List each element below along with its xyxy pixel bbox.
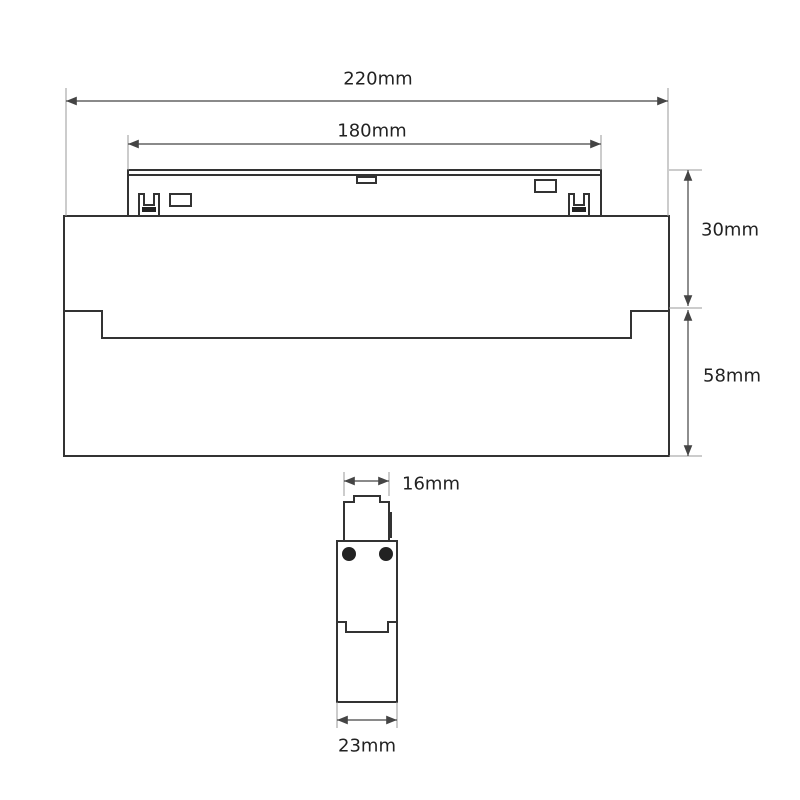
mounting-bracket [127, 169, 602, 217]
dimension-lines [65, 88, 702, 728]
light-body [63, 215, 670, 457]
body-width-label: 23mm [338, 735, 396, 757]
body-height-label: 58mm [703, 365, 761, 387]
overall-length-label: 220mm [343, 68, 413, 90]
connector-width-label: 16mm [402, 473, 460, 495]
front-view [63, 169, 670, 457]
connector-pin [379, 547, 393, 561]
connector-pin [342, 547, 356, 561]
bracket-height-label: 30mm [701, 219, 759, 241]
side-view [336, 495, 398, 703]
bracket-length-label: 180mm [337, 120, 407, 142]
